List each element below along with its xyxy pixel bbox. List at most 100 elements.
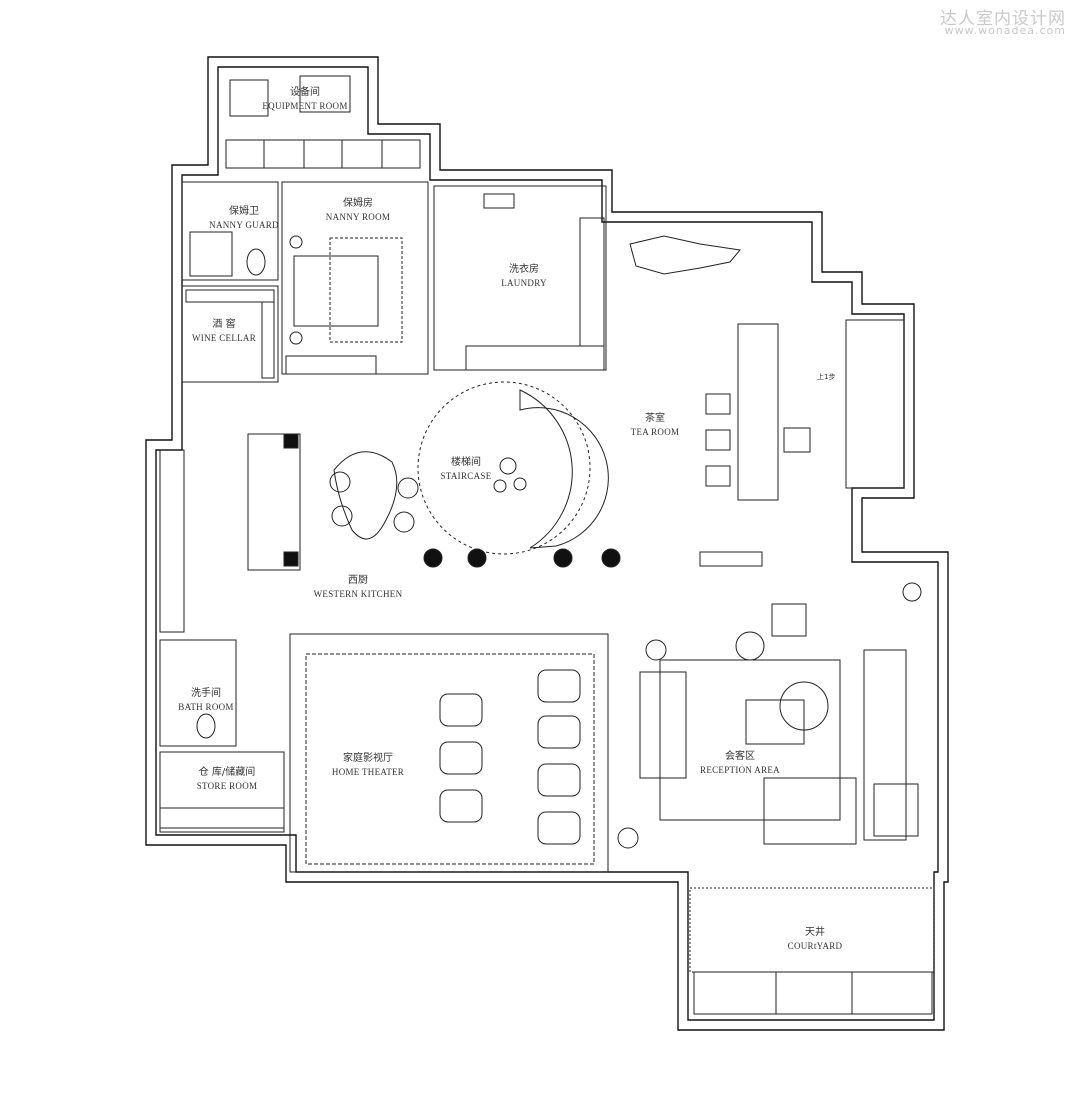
room-cn-wine-cellar: 酒 窖 [212,319,236,330]
equipment-cabinet [225,139,421,169]
room-en-courtyard: COURtYARD [787,940,843,951]
column [423,548,443,568]
bath-toilet [196,713,216,739]
accent-table [735,631,765,661]
equipment-room-unit [299,75,351,113]
store-shelf [159,807,285,829]
tea-table [629,235,741,275]
dining-chair [397,477,419,499]
nightstand-lamp [289,235,303,249]
wine-rack [261,301,275,379]
kitchen-island [247,433,301,571]
watermark-site-name: 达人室内设计网 [940,9,1066,29]
nanny-wardrobe [285,355,377,375]
equipment-room-unit [229,79,269,117]
room-label-wine-cellar: 酒 窖 WINE CELLAR [192,318,256,344]
outer-wall-inner [155,66,939,1021]
store-room [159,751,285,833]
room-en-nanny-guard: NANNY GUARD [209,219,279,230]
rug [329,237,403,343]
stair-ornament [513,477,527,491]
nightstand-lamp [289,331,303,345]
tea-stool [705,393,731,415]
room-label-laundry: 洗衣房 LAUNDRY [501,263,547,289]
stair-ornament [499,457,517,475]
room-cn-staircase: 楼梯间 [451,457,481,468]
tea-stool [705,429,731,451]
tea-chair [783,427,811,453]
room-cn-courtyard: 天井 [805,927,825,938]
theater-seat [537,669,581,703]
room-label-nanny-guard: 保姆卫 NANNY GUARD [209,205,279,231]
room-label-courtyard: 天井 COURtYARD [788,926,843,952]
room-cn-laundry: 洗衣房 [508,264,539,275]
theater-seat [537,763,581,797]
room-label-western-kitchen: 西厨 WESTERN KITCHEN [314,574,403,600]
room-cn-tea-room: 茶室 [645,413,665,424]
planter-box [873,783,919,837]
room-label-store-room: 仓 库/储藏间 STORE ROOM [197,766,258,792]
room-label-equipment-room: 设备间 EQUIPMENT ROOM [262,86,347,112]
room-cn-western-kitchen: 西厨 [348,575,368,586]
theater-seat [439,789,483,823]
coffee-table [745,699,805,745]
home-theater-room [289,633,609,873]
sofa-right [863,649,907,841]
floor-plant [617,827,639,849]
tea-counter [737,323,779,501]
room-label-staircase: 楼梯间 STAIRCASE [441,456,492,482]
room-cn-home-theater: 家庭影视厅 [343,753,393,764]
room-en-nanny-room: NANNY ROOM [325,211,391,222]
room-en-reception-area: RECEPTION AREA [700,764,780,775]
floor-plant [902,582,922,602]
laundry-shelf [579,217,605,347]
watermark-url: www.wonadea.com [944,24,1066,37]
room-en-bath-room: BATH ROOM [178,701,234,712]
room-en-tea-room: TEA ROOM [630,426,680,437]
room-label-reception-area: 会客区 RECEPTION AREA [700,750,780,776]
spiral-stair [519,389,609,549]
bench [699,551,763,567]
room-en-equipment-room: EQUIPMENT ROOM [262,100,348,111]
shower [189,231,233,277]
armchair [771,603,807,637]
sofa-left [639,671,687,779]
laundry-sink [483,193,515,209]
theater-seat [537,811,581,845]
tea-stool [705,465,731,487]
laundry-cabinet [465,345,605,371]
outer-wall [145,56,949,1031]
theater-seat [537,715,581,749]
room-cn-bath-room: 洗手间 [191,688,221,699]
reception-stair [763,777,857,845]
wine-rack [185,289,275,303]
room-en-home-theater: HOME THEATER [331,766,405,777]
column [283,433,299,449]
column [553,548,573,568]
stair-landing-arc [417,381,591,555]
home-theater-inner [305,653,595,865]
room-cn-nanny-guard: 保姆卫 [229,206,259,217]
room-en-staircase: STAIRCASE [440,470,492,481]
room-en-laundry: LAUNDRY [501,277,547,288]
dining-chair [329,471,351,493]
theater-seat [439,741,483,775]
room-label-bath-room: 洗手间 BATH ROOM [178,687,233,713]
stair-ornament [493,479,507,493]
room-label-tea-room: 茶室 TEA ROOM [631,412,680,438]
dining-chair [331,505,353,527]
planter-window [845,319,905,489]
room-label-home-theater: 家庭影视厅 HOME THEATER [332,752,404,778]
floor-plant [645,639,667,661]
toilet [246,248,266,276]
room-label-nanny-room: 保姆房 NANNY ROOM [326,197,390,223]
dining-chair [393,511,415,533]
column [467,548,487,568]
courtyard-bench [775,971,853,1015]
nanny-guard-room [181,181,279,281]
theater-seat [439,693,483,727]
room-cn-store-room: 仓 库/储藏间 [198,767,256,778]
step-up-note: 上1步 [817,373,836,381]
